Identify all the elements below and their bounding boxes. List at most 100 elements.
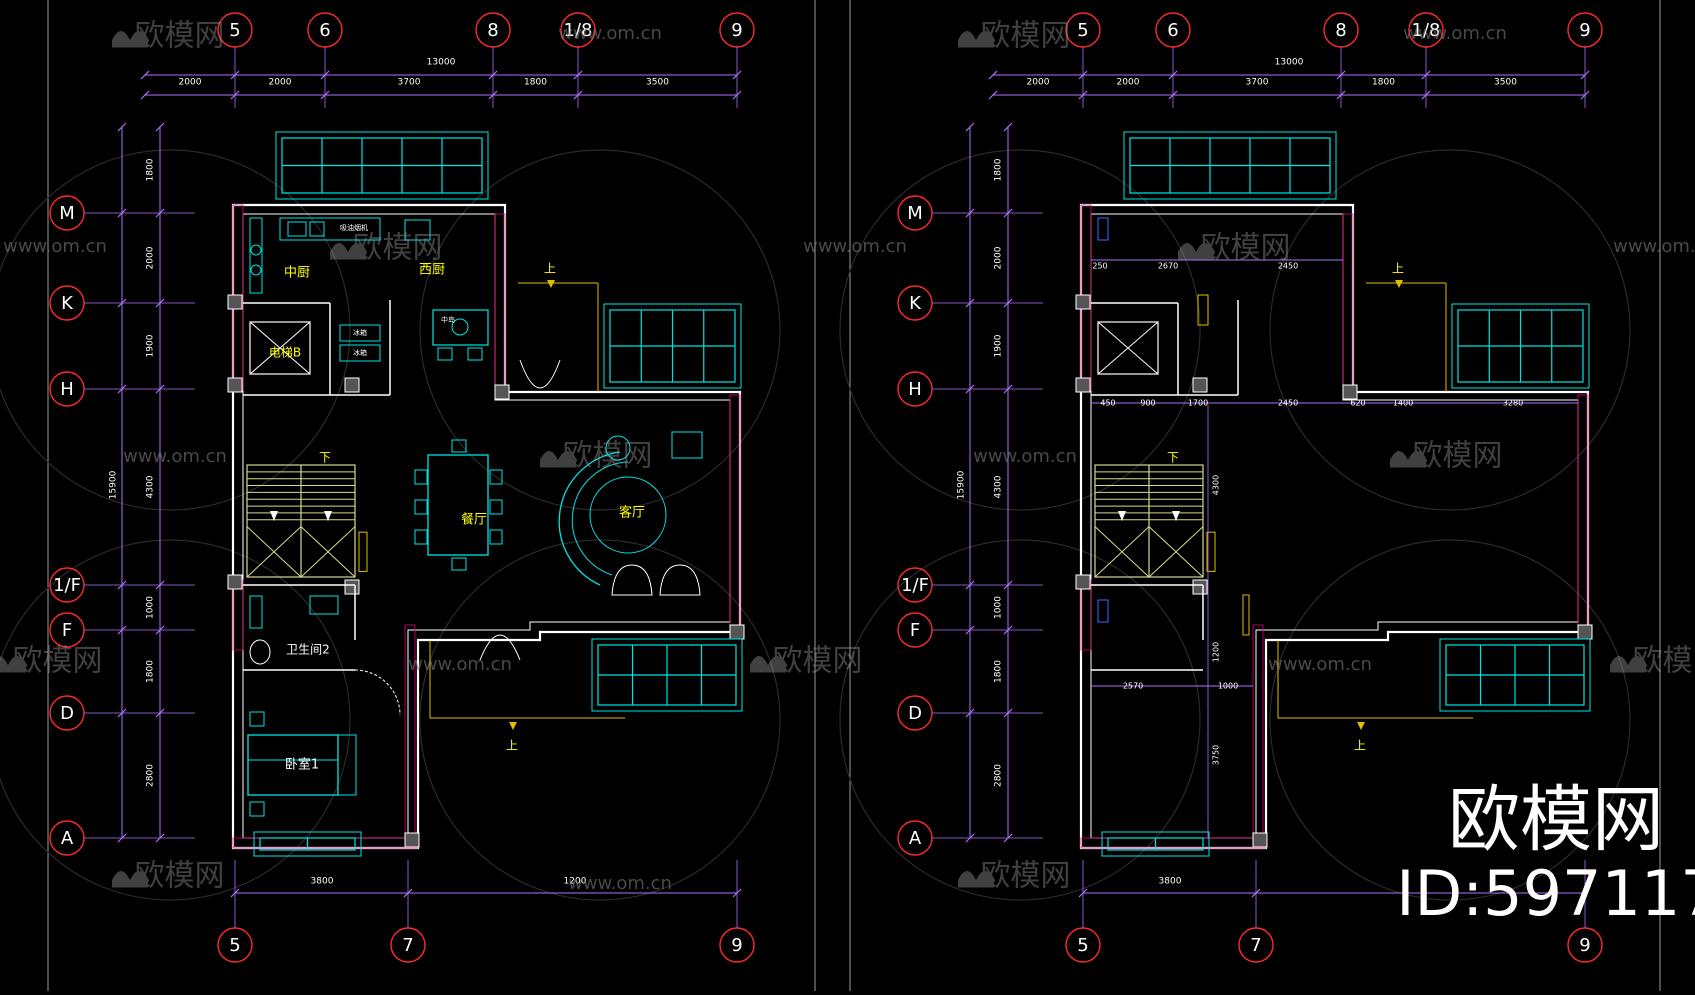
dim-text-bottom: 3800 <box>311 877 334 887</box>
structural-column <box>730 625 744 639</box>
watermark-brand: 欧模网 <box>112 19 225 54</box>
grid-bubble-side-F: F <box>50 613 84 647</box>
dining-chair <box>415 470 427 484</box>
brand-name: 欧模网 <box>1201 231 1291 266</box>
brand-name: 欧模网 <box>981 859 1071 894</box>
room-label-bedroom: 卧室1 <box>285 757 319 773</box>
dim-text-side: 1000 <box>994 596 1004 619</box>
grid-bubble-label: 5 <box>229 20 240 41</box>
stair-arrow <box>1357 722 1365 730</box>
brand-name: 欧模网 <box>1633 644 1695 679</box>
watermark-corner-brand: 欧模网 <box>1448 778 1664 862</box>
watermarks: 欧模网欧模网欧模网欧模网欧模网欧模网欧模网欧模网欧模网欧模网欧模网www.om.… <box>0 19 1695 931</box>
toilet <box>250 640 270 664</box>
grid-bubble-label: 1/F <box>901 575 929 596</box>
structural-column <box>405 833 419 847</box>
watermark-brand: 欧模网 <box>958 19 1071 54</box>
structural-column <box>228 295 242 309</box>
grid-bubble-top-9: 9 <box>720 13 754 47</box>
grid-bubble-top-5: 5 <box>1066 13 1100 47</box>
structural-column <box>1076 575 1090 589</box>
wall-hatch <box>1343 214 1353 394</box>
bar-stool <box>438 348 452 360</box>
watermark-site: www.om.cn <box>558 23 662 44</box>
grid-bubble-label: H <box>60 379 74 400</box>
dim-text-side: 1800 <box>146 158 156 181</box>
structural-column <box>1578 625 1592 639</box>
watermark-brand: 欧模网 <box>958 859 1071 894</box>
appliance-label: 中岛 <box>441 315 455 324</box>
room-label-dining: 餐厅 <box>461 512 487 528</box>
structural-column <box>228 378 242 392</box>
inner-dim-text: 3280 <box>1503 399 1523 408</box>
balcony-window-bottom <box>1440 639 1590 711</box>
watermark-site: www.om.cn <box>973 446 1077 467</box>
interior-wall-line <box>1091 214 1578 838</box>
brand-name: 欧模网 <box>981 19 1071 54</box>
dim-text-total: 13000 <box>427 58 456 68</box>
dim-text-top: 1800 <box>524 78 547 88</box>
dining-chair <box>415 500 427 514</box>
dim-text-side: 2000 <box>994 246 1004 269</box>
watermark-site: www.om.cn <box>568 873 672 894</box>
watermark-site: www.om.cn <box>803 236 907 257</box>
dim-text-top: 3700 <box>1246 78 1269 88</box>
dim-text-total: 13000 <box>1275 58 1304 68</box>
balcony-window-top <box>276 132 488 199</box>
structural-column <box>1253 833 1267 847</box>
grid-bubble-top-8: 8 <box>476 13 510 47</box>
brand-name: 欧模网 <box>773 644 863 679</box>
grid-bubble-label: K <box>61 293 74 314</box>
grid-bubble-label: 9 <box>731 935 742 956</box>
dim-text-side: 4300 <box>994 475 1004 498</box>
watermark-corner-id: ID:597117 <box>1396 857 1695 930</box>
grid-bubble-top-9: 9 <box>1568 13 1602 47</box>
inner-dim-text: 1200 <box>1212 642 1221 662</box>
side-cabinet <box>672 432 702 458</box>
inner-dim-text: 1400 <box>1393 399 1413 408</box>
structural-column <box>1193 580 1207 594</box>
brand-name: 欧模网 <box>1413 439 1503 474</box>
balcony-window-right <box>1452 304 1589 388</box>
grid-bubble-side-H: H <box>50 372 84 406</box>
staircase <box>247 465 367 577</box>
grid-bubble-top-6: 6 <box>308 13 342 47</box>
grid-bubble-label: 8 <box>487 20 498 41</box>
watermark-site: www.om.cn <box>123 446 227 467</box>
watermark-brand: 欧模网 <box>112 859 225 894</box>
double-door-swing <box>520 360 560 388</box>
grid-bubble-label: F <box>910 620 920 641</box>
brand-name: 欧模网 <box>13 644 103 679</box>
partition <box>1098 218 1108 240</box>
grid-bubble-side-F: F <box>898 613 932 647</box>
dim-text-side: 2800 <box>994 764 1004 787</box>
grid-bubble-side-K: K <box>898 286 932 320</box>
dining-chair <box>415 530 427 544</box>
inner-dim-text: 450 <box>1100 399 1115 408</box>
brand-name: 欧模网 <box>135 19 225 54</box>
structural-column <box>228 575 242 589</box>
dining-chair <box>490 500 502 514</box>
brand-name: 欧模网 <box>353 231 443 266</box>
staircase <box>1095 465 1215 577</box>
grid-bubble-label: 5 <box>1077 935 1088 956</box>
appliance-label: 冰箱 <box>353 348 367 357</box>
stair-rail <box>359 532 367 571</box>
wall-hatch <box>233 838 418 848</box>
grid-bubble-label: 8 <box>1335 20 1346 41</box>
dim-text-side: 1000 <box>146 596 156 619</box>
armchair <box>660 565 700 595</box>
dim-text-top: 3500 <box>1494 78 1517 88</box>
structural-column <box>1076 295 1090 309</box>
brand-name: 欧模网 <box>563 439 653 474</box>
grid-bubble-label: 9 <box>1579 935 1590 956</box>
dim-text-top: 2000 <box>269 78 292 88</box>
stove-burner <box>251 245 261 255</box>
structural-column <box>1193 378 1207 392</box>
sheet-frames <box>48 0 1660 991</box>
grid-bubble-side-M: M <box>898 196 932 230</box>
